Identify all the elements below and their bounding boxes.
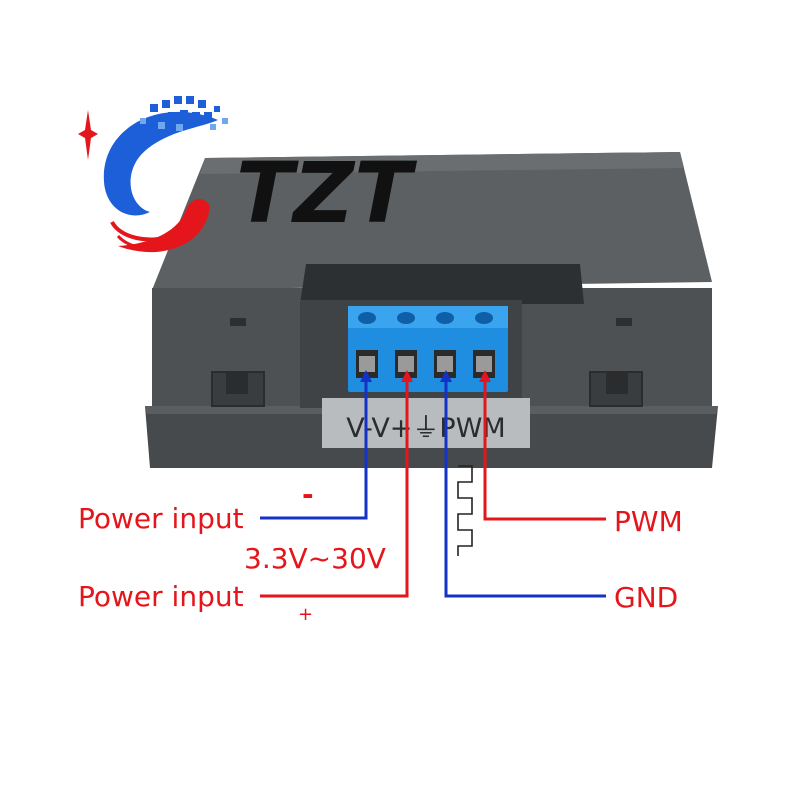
enclosure-top: [152, 152, 712, 290]
swirl-blue-icon: [103, 111, 218, 216]
vent-slot-left: [230, 318, 246, 326]
terminal-holes: [356, 350, 495, 378]
arrow-pwm-icon: [479, 370, 491, 382]
enclosure-top-edge: [200, 152, 684, 174]
hole-2-clamp: [398, 356, 414, 372]
label-power-input-minus: Power input: [78, 502, 244, 535]
screw-2: [397, 312, 415, 324]
wire-power-minus: [260, 374, 368, 520]
label-voltage-range: 3.3V~30V: [244, 542, 386, 575]
screw-1: [358, 312, 376, 324]
logo-wordmark: TZT: [236, 144, 417, 242]
label-minus-sign: -: [302, 478, 314, 511]
wire-pwm: [483, 374, 606, 521]
terminal-screws: [358, 312, 493, 324]
screw-4: [475, 312, 493, 324]
swirl-red-line-icon: [110, 220, 171, 242]
pwm-waveform-icon: [457, 465, 473, 556]
terminal-block: [348, 306, 508, 392]
arrow-power-plus-icon: [401, 370, 413, 382]
pixel-squares-icon: [150, 96, 220, 120]
wires: [260, 370, 606, 598]
hole-1-clamp: [359, 356, 375, 372]
panel-label: V-V+⏚PWM: [346, 413, 505, 444]
sparkle-icon: [78, 110, 98, 160]
label-plate: [322, 398, 530, 448]
label-plus-sign: +: [298, 604, 314, 625]
wire-gnd: [444, 374, 606, 598]
swirl-red-line-2-icon: [116, 234, 179, 251]
arrow-power-minus-icon: [360, 370, 372, 382]
hole-4-clamp: [476, 356, 492, 372]
wire-power-plus: [260, 374, 409, 598]
label-pwm: PWM: [614, 505, 683, 538]
label-power-input-plus: Power input: [78, 580, 244, 613]
mount-hole-left-inner: [226, 372, 248, 394]
brand-logo: TZT: [78, 96, 417, 253]
mount-hole-right-inner: [606, 372, 628, 394]
terminal-top: [348, 306, 508, 328]
arrow-gnd-icon: [440, 370, 452, 382]
swirl-red-icon: [118, 198, 210, 253]
vent-slot-right: [616, 318, 632, 326]
screw-3: [436, 312, 454, 324]
connector-opening: [300, 264, 584, 304]
pixel-squares-light-icon: [140, 118, 228, 131]
hole-3-clamp: [437, 356, 453, 372]
label-gnd: GND: [614, 581, 679, 614]
